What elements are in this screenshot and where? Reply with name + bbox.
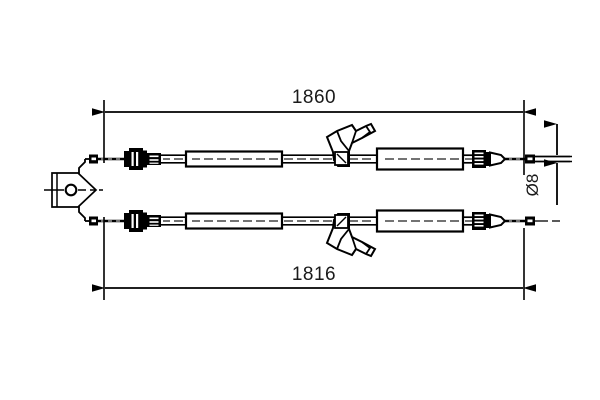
upper-conduit-middle bbox=[282, 154, 378, 164]
dim-diameter-label: Ø8 bbox=[523, 174, 542, 197]
lower-right-conical-nipple bbox=[472, 212, 507, 230]
lower-left-end-nipple bbox=[89, 216, 98, 226]
dim-bottom-label: 1816 bbox=[292, 264, 336, 285]
upper-left-end-nipple bbox=[89, 154, 98, 164]
dimension-diameter-8: Ø8 bbox=[523, 120, 572, 205]
equalizer-bracket bbox=[44, 172, 103, 208]
dimension-top-1860: 1860 bbox=[92, 87, 536, 175]
lower-conduit-sleeve-1 bbox=[184, 212, 284, 230]
dimension-bottom-1816: 1816 bbox=[92, 217, 536, 300]
lower-brake-cable bbox=[89, 209, 560, 258]
upper-right-conical-nipple bbox=[472, 150, 507, 168]
lower-retainer-clip bbox=[325, 213, 377, 258]
upper-left-threaded-ferrule bbox=[124, 148, 161, 170]
upper-conduit-sleeve-2 bbox=[375, 147, 465, 171]
upper-retainer-clip bbox=[325, 122, 377, 167]
lower-conduit-middle bbox=[282, 216, 378, 226]
lower-conduit-sleeve-2 bbox=[375, 209, 465, 233]
upper-conduit-sleeve-1 bbox=[184, 150, 284, 168]
lower-left-threaded-ferrule bbox=[124, 210, 161, 232]
upper-right-terminal-nipple bbox=[525, 154, 535, 164]
dim-top-label: 1860 bbox=[292, 87, 336, 108]
upper-brake-cable bbox=[89, 122, 570, 171]
lower-right-terminal-nipple bbox=[525, 216, 535, 226]
